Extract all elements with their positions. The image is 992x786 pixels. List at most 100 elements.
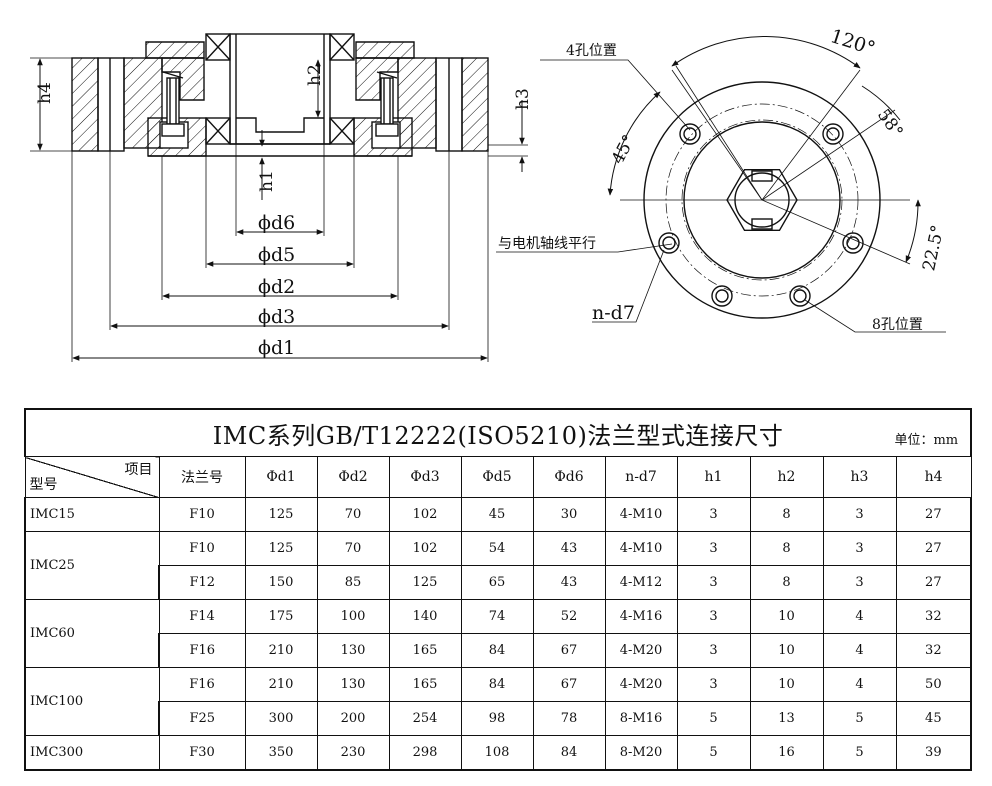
table-cell: 67 — [532, 633, 606, 668]
table-cell: 5 — [822, 735, 897, 771]
d6-label: ϕd6 — [258, 212, 295, 234]
table-cell: 8-M16 — [604, 701, 678, 736]
column-header: n-d7 — [604, 456, 678, 498]
angle58-label: 58° — [873, 106, 907, 142]
table-cell: 67 — [532, 667, 606, 702]
table-cell: 10 — [749, 599, 824, 634]
model-cell: IMC15 — [24, 497, 160, 532]
table-cell: 43 — [532, 565, 606, 600]
table-cell: 108 — [460, 735, 534, 771]
table-cell: 10 — [749, 633, 824, 668]
table-cell: 102 — [388, 497, 462, 532]
hole8-label: 8孔位置 — [872, 317, 923, 333]
model-cell: IMC60 — [24, 599, 160, 668]
flange-drawing: h4 h2 h3 h1 ϕd6 ϕd5 ϕd2 ϕd3 ϕd1 — [30, 25, 948, 362]
table-cell: 100 — [316, 599, 390, 634]
table-cell: 4-M12 — [604, 565, 678, 600]
nd7-label: n-d7 — [592, 302, 635, 324]
table-cell: 5 — [822, 701, 897, 736]
column-header: h3 — [822, 456, 897, 498]
column-header: Φd1 — [244, 456, 318, 498]
table-cell: F10 — [158, 531, 246, 566]
table-cell: 3 — [676, 633, 751, 668]
hole4-label: 4孔位置 — [566, 43, 617, 59]
table-cell: 300 — [244, 701, 318, 736]
d2-label: ϕd2 — [258, 276, 295, 298]
table-cell: 16 — [749, 735, 824, 771]
d5-label: ϕd5 — [258, 244, 295, 266]
table-cell: 70 — [316, 497, 390, 532]
angle120-label: 120° — [828, 25, 878, 60]
column-header: h1 — [676, 456, 751, 498]
unit-label: 单位：mm — [894, 433, 959, 448]
table-cell: F10 — [158, 497, 246, 532]
table-cell: 45 — [460, 497, 534, 532]
table-cell: 4 — [822, 667, 897, 702]
table-cell: 210 — [244, 633, 318, 668]
h3-label: h3 — [513, 88, 533, 110]
front-view — [496, 35, 946, 333]
table-cell: F12 — [158, 565, 246, 600]
table-cell: 3 — [676, 565, 751, 600]
table-cell: 254 — [388, 701, 462, 736]
table-cell: 4 — [822, 633, 897, 668]
table-cell: 10 — [749, 667, 824, 702]
table-cell: 3 — [822, 565, 897, 600]
h4-label: h4 — [35, 82, 55, 104]
table-cell: 74 — [460, 599, 534, 634]
table-cell: 175 — [244, 599, 318, 634]
table-cell: 8 — [749, 531, 824, 566]
column-header: 法兰号 — [158, 456, 246, 498]
table-title-cell: IMC系列GB/T12222(ISO5210)法兰型式连接尺寸 单位：mm — [23, 408, 973, 457]
table-cell: 165 — [388, 667, 462, 702]
d3-label: ϕd3 — [258, 306, 295, 328]
table-cell: 8-M20 — [604, 735, 678, 771]
table-cell: F30 — [158, 735, 246, 771]
table-cell: 140 — [388, 599, 462, 634]
table-cell: 3 — [676, 667, 751, 702]
flange-spec-table: IMC系列GB/T12222(ISO5210)法兰型式连接尺寸 单位：mm 项目… — [23, 408, 973, 771]
table-cell: 350 — [244, 735, 318, 771]
table-cell: 210 — [244, 667, 318, 702]
angle45-label: 45° — [608, 132, 640, 168]
table-cell: 125 — [244, 531, 318, 566]
table-cell: 3 — [676, 531, 751, 566]
table-cell: 4-M10 — [604, 531, 678, 566]
model-cell: IMC300 — [24, 735, 160, 771]
table-cell: 3 — [676, 497, 751, 532]
h2-label: h2 — [305, 64, 325, 86]
table-cell: F16 — [158, 667, 246, 702]
table-cell: F16 — [158, 633, 246, 668]
parallel-label: 与电机轴线平行 — [498, 236, 596, 252]
table-cell: 298 — [388, 735, 462, 771]
table-cell: 4-M10 — [604, 497, 678, 532]
model-cell: IMC100 — [24, 667, 160, 736]
table-cell: 4-M20 — [604, 633, 678, 668]
table-cell: F14 — [158, 599, 246, 634]
table-cell: 4 — [822, 599, 897, 634]
table-cell: 150 — [244, 565, 318, 600]
corner-bottom-label: 型号 — [29, 477, 58, 493]
table-cell: 65 — [460, 565, 534, 600]
column-header: Φd3 — [388, 456, 462, 498]
table-cell: 5 — [676, 701, 751, 736]
table-cell: 27 — [895, 531, 973, 566]
table-cell: 39 — [895, 735, 973, 771]
table-cell: 130 — [316, 633, 390, 668]
table-cell: 4-M20 — [604, 667, 678, 702]
table-cell: 32 — [895, 633, 973, 668]
table-cell: 8 — [749, 497, 824, 532]
table-cell: 130 — [316, 667, 390, 702]
table-cell: 3 — [822, 497, 897, 532]
table-cell: 54 — [460, 531, 534, 566]
table-cell: F25 — [158, 701, 246, 736]
table-cell: 84 — [460, 633, 534, 668]
